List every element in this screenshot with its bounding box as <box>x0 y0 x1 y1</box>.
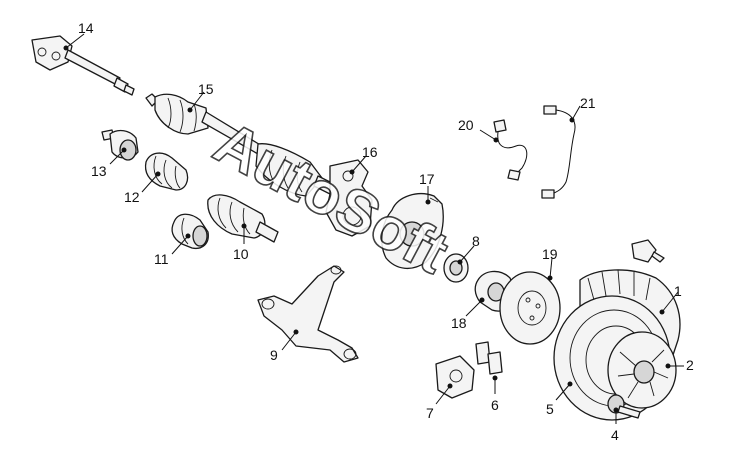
label-15: 15 <box>198 81 214 97</box>
label-12: 12 <box>124 189 140 205</box>
part-16-steering-knuckle <box>325 159 373 237</box>
part-6-brake-pads <box>475 341 503 375</box>
part-17-dust-shield <box>381 193 444 269</box>
label-14: 14 <box>78 20 94 36</box>
part-2-wheel-centre <box>607 331 677 409</box>
label-5: 5 <box>546 401 554 417</box>
label-10: 10 <box>233 246 249 262</box>
part-20-abs-sensor <box>493 119 528 181</box>
part-14-drive-shaft <box>31 35 135 96</box>
part-7-brake-caliper <box>435 355 475 399</box>
label-13: 13 <box>91 163 107 179</box>
part-12-boot <box>144 152 189 191</box>
part-19-brake-disc <box>499 271 561 345</box>
label-17: 17 <box>419 171 435 187</box>
label-19: 19 <box>542 246 558 262</box>
label-1: 1 <box>674 283 682 299</box>
label-11: 11 <box>154 251 169 267</box>
part-9-control-arm <box>257 265 359 363</box>
label-16: 16 <box>362 144 378 160</box>
label-9: 9 <box>270 347 278 363</box>
part-13-cv-joint <box>101 129 139 161</box>
label-8: 8 <box>472 233 480 249</box>
part-15-drive-shaft-with-boots <box>145 93 335 197</box>
part-11-boot <box>171 213 209 250</box>
label-4: 4 <box>611 427 619 443</box>
label-21: 21 <box>580 95 596 111</box>
callouts: 1 2 4 5 6 7 8 9 10 11 <box>63 20 694 443</box>
label-6: 6 <box>491 397 499 413</box>
label-20: 20 <box>458 117 474 133</box>
label-7: 7 <box>426 405 434 421</box>
part-21-abs-cable <box>541 105 576 199</box>
label-18: 18 <box>451 315 467 331</box>
part-clip-top-right <box>631 239 665 263</box>
part-10-cv-joint-boot <box>207 194 279 243</box>
part-8-wheel-bearing <box>443 253 469 283</box>
label-2: 2 <box>686 357 694 373</box>
